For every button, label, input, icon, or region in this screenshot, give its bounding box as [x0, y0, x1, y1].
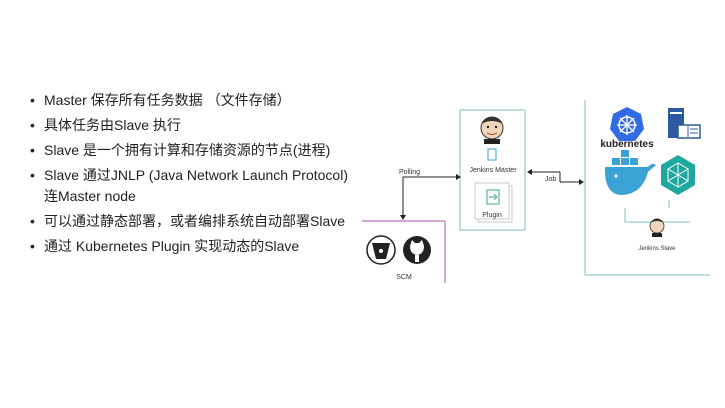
- scm-label: SCM: [396, 274, 412, 281]
- bullet-dot: •: [30, 92, 35, 108]
- bullet-dot: •: [30, 167, 35, 183]
- github-icon: [403, 236, 431, 264]
- bullet-item: • Slave 通过JNLP (Java Network Launch Proto…: [30, 165, 360, 207]
- jenkins-master-icon: [480, 116, 504, 144]
- bullet-text: Slave 通过JNLP (Java Network Launch Protoc…: [44, 167, 348, 204]
- bullet-text: 具体任务由Slave 执行: [44, 117, 181, 133]
- bullet-item: • 具体任务由Slave 执行: [30, 115, 360, 136]
- job-arrow: [527, 169, 584, 185]
- bullet-item: • 通过 Kubernetes Plugin 实现动态的Slave: [30, 236, 360, 257]
- bitbucket-icon: [366, 235, 396, 265]
- bullet-dot: •: [30, 213, 35, 229]
- master-label: Jenkins Master: [469, 167, 517, 174]
- bullet-item: • Master 保存所有任务数据 （文件存储）: [30, 90, 360, 111]
- bullet-text: 可以通过静态部署，或者编排系统自动部署Slave: [44, 213, 346, 229]
- bullet-text: Slave 是一个拥有计算和存储资源的节点(进程): [44, 142, 331, 158]
- bullet-text: 通过 Kubernetes Plugin 实现动态的Slave: [44, 238, 300, 254]
- bullet-item: • Slave 是一个拥有计算和存储资源的节点(进程): [30, 140, 360, 161]
- k8s-cluster-box: [584, 100, 710, 276]
- docker-icon: [604, 150, 656, 195]
- polling-label: Polling: [399, 169, 420, 176]
- plugin-icon: [486, 189, 500, 205]
- jenkins-slave-icon: [649, 218, 665, 237]
- document-icon: [487, 148, 497, 161]
- job-label: Job: [545, 176, 556, 183]
- master-box: [459, 109, 526, 231]
- slave-label: Jenkins Slave: [638, 246, 676, 252]
- bullet-dot: •: [30, 117, 35, 133]
- plugin-label: Plugin: [482, 212, 502, 219]
- scm-box: [362, 220, 446, 283]
- kubernetes-icon: [610, 107, 644, 141]
- polling-arrow: [400, 174, 461, 220]
- bullet-dot: •: [30, 142, 35, 158]
- bullet-item: • 可以通过静态部署，或者编排系统自动部署Slave: [30, 211, 360, 232]
- bullet-list: • Master 保存所有任务数据 （文件存储） • 具体任务由Slave 执行 •…: [30, 90, 360, 261]
- bullet-dot: •: [30, 238, 35, 254]
- kubernetes-label: kubernetes: [600, 139, 654, 150]
- bullet-text: Master 保存所有任务数据 （文件存储）: [44, 92, 291, 108]
- server-icon: [668, 108, 701, 139]
- hexagon-cluster-icon: [661, 155, 695, 195]
